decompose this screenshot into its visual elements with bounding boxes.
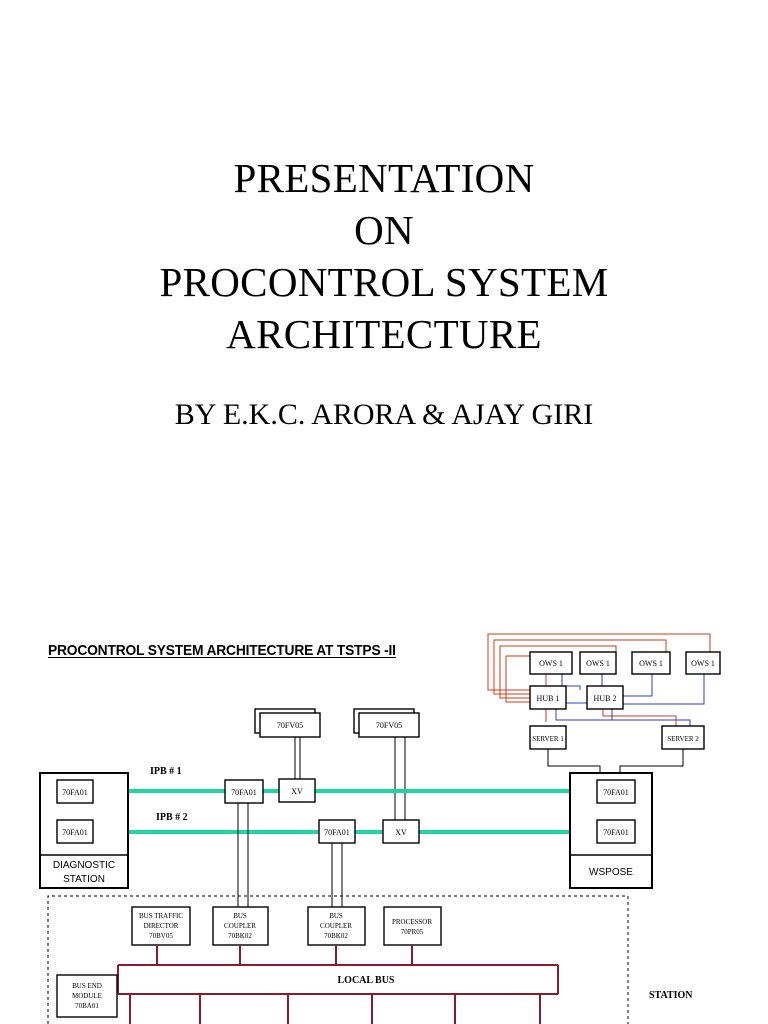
svg-text:70FV05: 70FV05: [277, 721, 303, 730]
svg-text:70BK02: 70BK02: [228, 932, 252, 940]
processor-module[interactable]: PROCESSOR 70PR05: [383, 906, 442, 946]
svg-text:70FA01: 70FA01: [62, 828, 88, 837]
local-bus: [117, 945, 559, 1024]
ipb-1-label: IPB # 1: [150, 766, 182, 777]
svg-text:XV: XV: [291, 787, 303, 796]
svg-text:COUPLER: COUPLER: [320, 922, 352, 930]
svg-text:OWS 1: OWS 1: [539, 659, 563, 668]
station-label: STATION: [649, 990, 693, 1001]
svg-text:BUS: BUS: [329, 912, 343, 920]
svg-text:70BA01: 70BA01: [75, 1002, 99, 1010]
svg-text:70FA01: 70FA01: [603, 828, 629, 837]
diagnostic-station[interactable]: 70FA01 70FA01 DIAGNOSTIC STATION: [39, 772, 129, 889]
server-box-2[interactable]: SERVER 2: [661, 725, 705, 750]
svg-text:70FA01: 70FA01: [62, 788, 88, 797]
title-line-3: PROCONTROL SYSTEM: [159, 259, 609, 305]
svg-text:OWS 1: OWS 1: [586, 659, 610, 668]
svg-text:70BK02: 70BK02: [324, 932, 348, 940]
bus-coupler-2[interactable]: BUS COUPLER 70BK02: [307, 906, 366, 946]
local-bus-label: LOCAL BUS: [338, 975, 395, 986]
svg-text:70FA01: 70FA01: [231, 788, 257, 797]
server-box-1[interactable]: SERVER 1: [529, 725, 567, 750]
svg-text:PROCESSOR: PROCESSOR: [392, 918, 432, 926]
hub-box-2[interactable]: HUB 2: [586, 685, 624, 710]
svg-text:DIAGNOSTIC: DIAGNOSTIC: [53, 860, 115, 871]
svg-text:BUS TRAFFIC: BUS TRAFFIC: [139, 912, 183, 920]
title-line-2: ON: [354, 207, 414, 253]
title-line-1: PRESENTATION: [233, 155, 535, 201]
fa01-ipb2-coupler[interactable]: 70FA01: [318, 819, 356, 844]
svg-text:STATION: STATION: [63, 874, 105, 885]
svg-text:BUS: BUS: [233, 912, 247, 920]
hub-box-1[interactable]: HUB 1: [529, 685, 567, 710]
wspose-station[interactable]: 70FA01 70FA01 WSPOSE: [569, 772, 653, 889]
xv-ipb2[interactable]: XV: [382, 819, 420, 844]
fv05-box-1[interactable]: 70FV05: [254, 708, 321, 738]
svg-text:OWS 1: OWS 1: [639, 659, 663, 668]
slide-title: PRESENTATION ON PROCONTROL SYSTEM ARCHIT…: [0, 152, 768, 360]
fa01-ipb1-coupler[interactable]: 70FA01: [224, 779, 264, 804]
svg-text:HUB 2: HUB 2: [594, 694, 617, 703]
author-byline: BY E.K.C. ARORA & AJAY GIRI: [174, 398, 594, 431]
diagram-heading: PROCONTROL SYSTEM ARCHITECTURE AT TSTPS …: [48, 642, 396, 659]
svg-text:OWS 1: OWS 1: [691, 659, 715, 668]
bus-traffic-director[interactable]: BUS TRAFFIC DIRECTOR 70BV05: [131, 906, 191, 946]
ows-box-3[interactable]: OWS 1: [631, 651, 671, 675]
svg-text:SERVER 1: SERVER 1: [532, 735, 564, 743]
fv05-box-2[interactable]: 70FV05: [353, 708, 420, 738]
svg-text:70FA01: 70FA01: [603, 788, 629, 797]
svg-text:70FV05: 70FV05: [376, 721, 402, 730]
svg-text:SERVER 2: SERVER 2: [667, 735, 699, 743]
svg-text:XV: XV: [395, 828, 407, 837]
svg-text:MODULE: MODULE: [72, 992, 102, 1000]
title-line-4: ARCHITECTURE: [226, 311, 542, 357]
svg-text:70PR05: 70PR05: [401, 928, 424, 936]
ipb-2-label: IPB # 2: [156, 812, 188, 823]
ows-box-2[interactable]: OWS 1: [579, 651, 617, 675]
ows-box-4[interactable]: OWS 1: [685, 651, 721, 675]
svg-text:70BV05: 70BV05: [149, 932, 173, 940]
bus-end-module[interactable]: BUS END MODULE 70BA01: [56, 974, 118, 1018]
ows-network: OWS 1 OWS 1 OWS 1 OWS 1 HUB 1 HUB 2 SERV…: [487, 633, 721, 773]
svg-text:WSPOSE: WSPOSE: [589, 867, 633, 878]
svg-text:DIRECTOR: DIRECTOR: [144, 922, 179, 930]
svg-text:COUPLER: COUPLER: [224, 922, 256, 930]
svg-text:BUS END: BUS END: [72, 982, 102, 990]
ows-box-1[interactable]: OWS 1: [529, 651, 573, 675]
bus-coupler-1[interactable]: BUS COUPLER 70BK02: [212, 906, 269, 946]
svg-text:HUB 1: HUB 1: [537, 694, 560, 703]
svg-text:70FA01: 70FA01: [324, 828, 350, 837]
xv-ipb1[interactable]: XV: [278, 778, 316, 803]
